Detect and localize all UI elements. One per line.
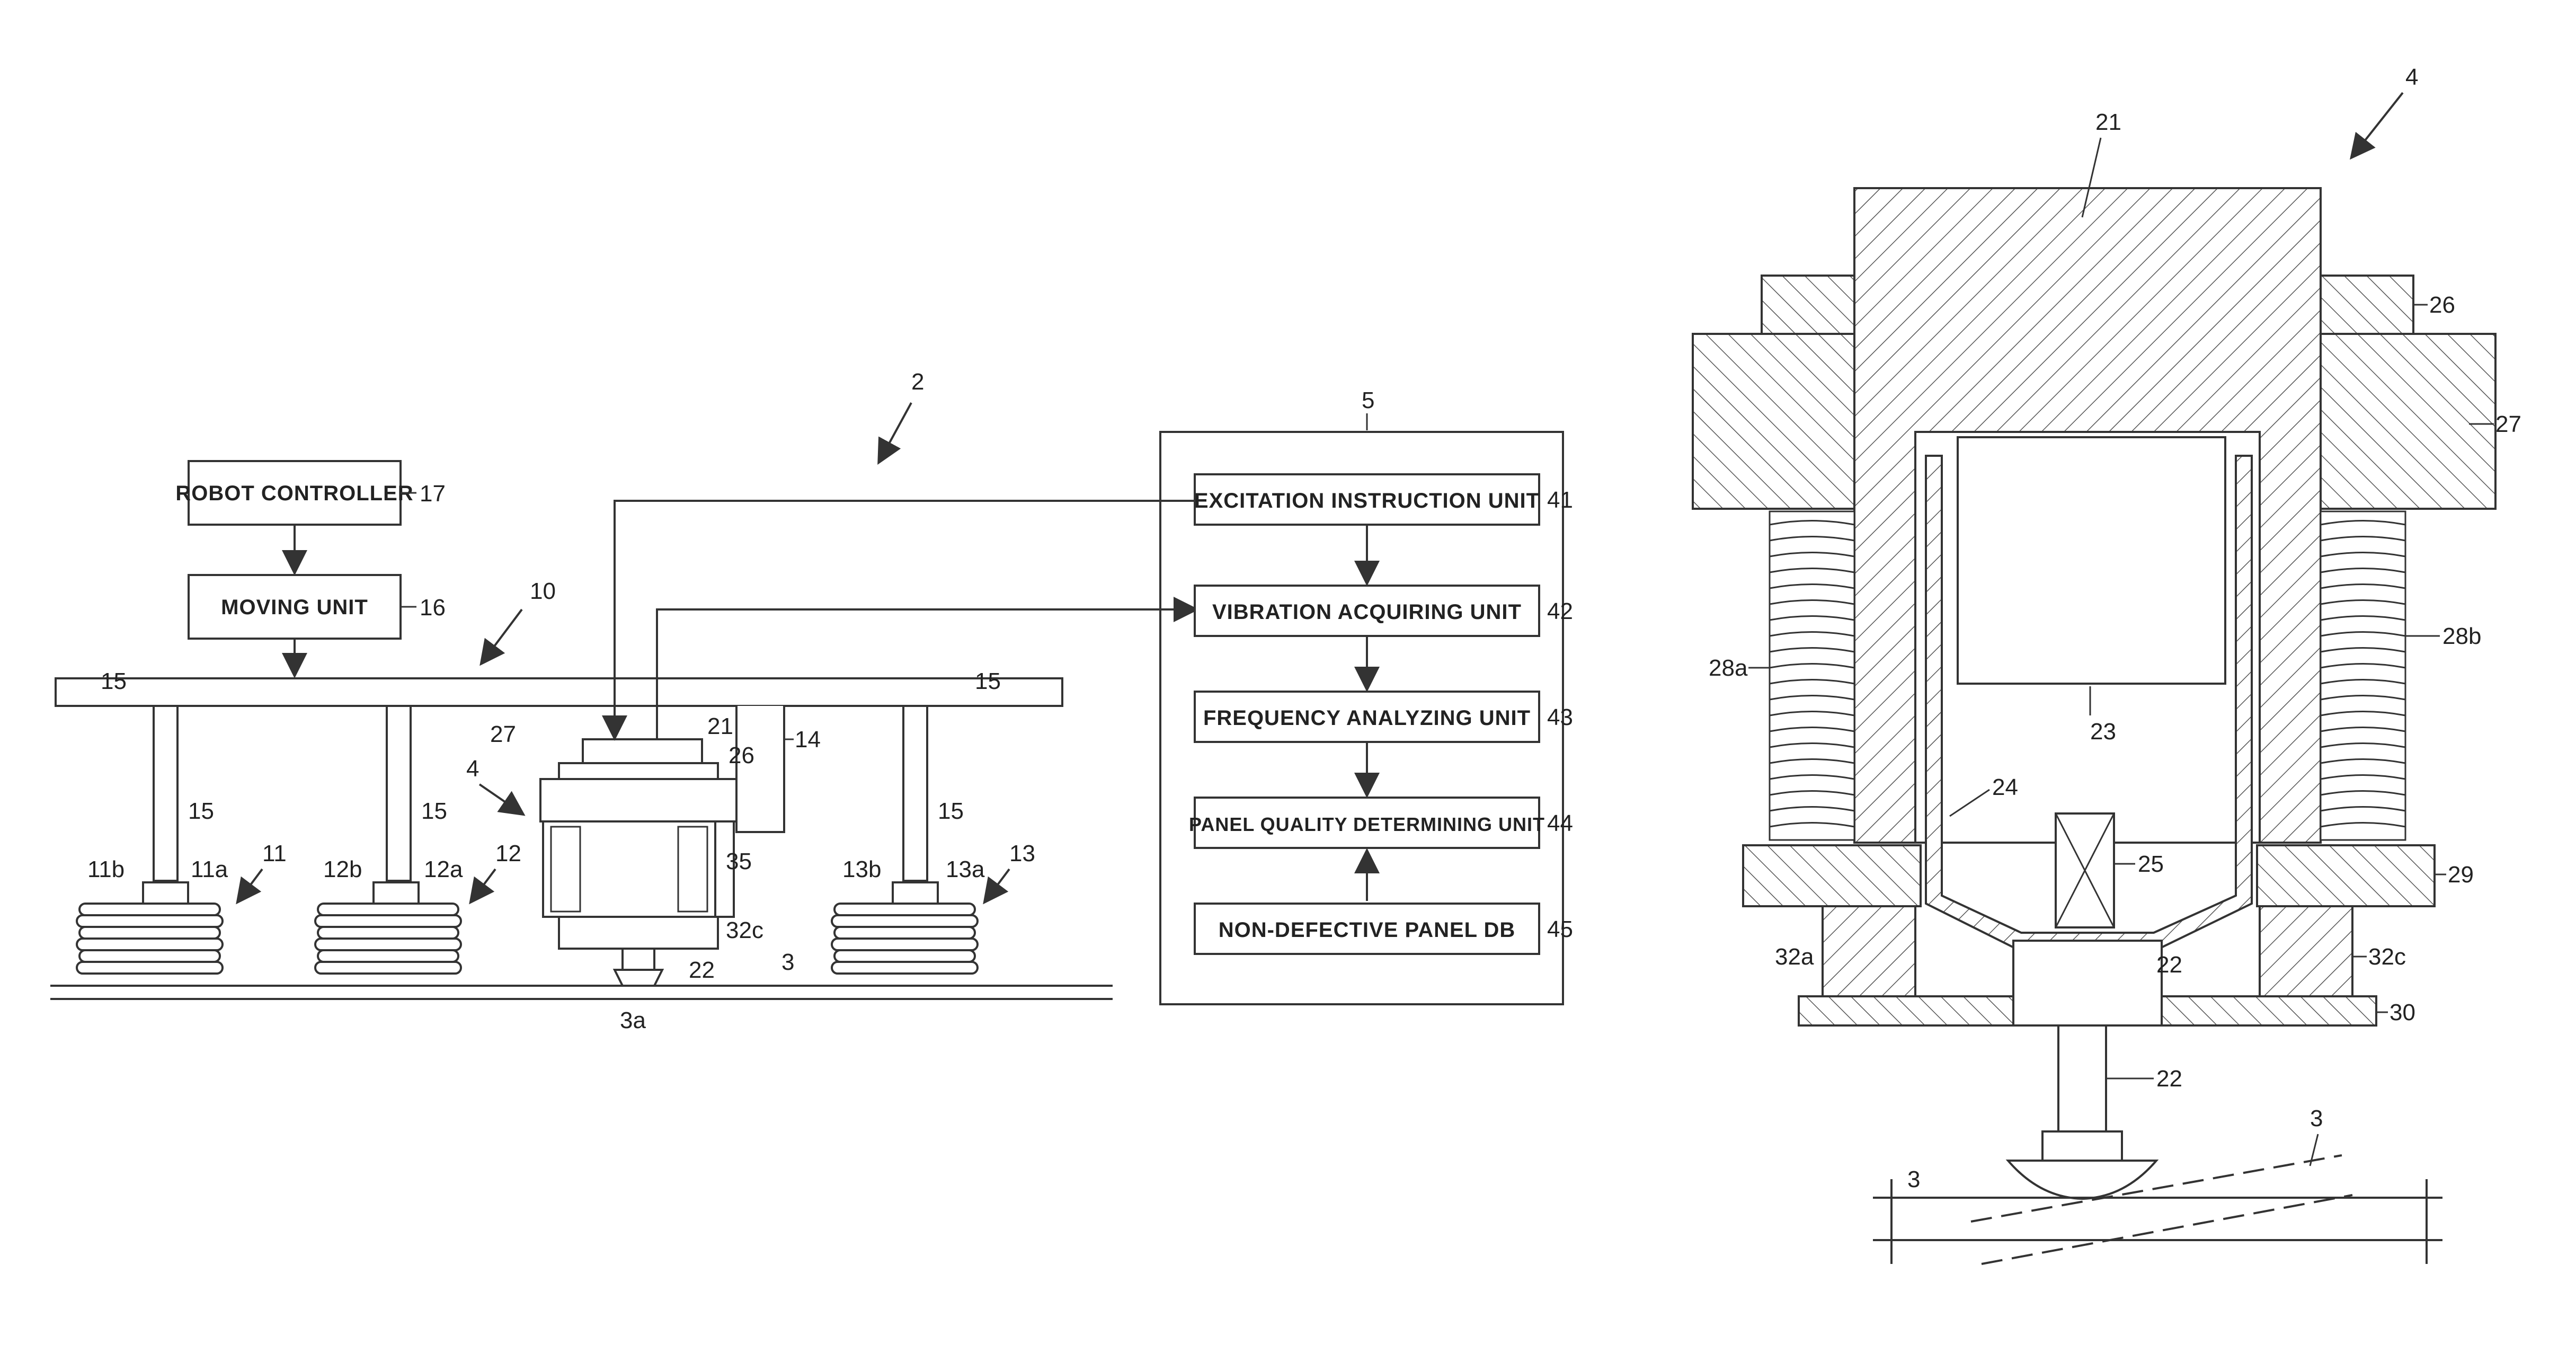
svg-text:44: 44 <box>1547 810 1573 836</box>
svg-text:15: 15 <box>101 668 127 694</box>
svg-text:26: 26 <box>729 742 754 768</box>
svg-text:3a: 3a <box>620 1007 646 1033</box>
svg-text:24: 24 <box>1992 774 2018 800</box>
svg-text:23: 23 <box>2090 719 2116 745</box>
panel-quality-determining-unit: PANEL QUALITY DETERMINING UNIT 44 <box>1189 798 1573 848</box>
svg-text:25: 25 <box>2138 851 2164 877</box>
svg-text:43: 43 <box>1547 704 1573 730</box>
svg-text:11: 11 <box>262 841 287 866</box>
svg-text:15: 15 <box>975 668 1001 694</box>
robot-controller-ref: 17 <box>420 481 446 507</box>
excitation-instruction-unit: EXCITATION INSTRUCTION UNIT 41 <box>1194 474 1573 525</box>
svg-text:29: 29 <box>2448 862 2474 888</box>
svg-text:4: 4 <box>466 756 479 782</box>
svg-text:12b: 12b <box>323 856 362 882</box>
svg-text:22: 22 <box>2156 1066 2182 1092</box>
moving-unit-ref: 16 <box>420 595 446 621</box>
svg-text:41: 41 <box>1547 487 1573 513</box>
frequency-analyzing-unit: FREQUENCY ANALYZING UNIT 43 <box>1195 692 1573 742</box>
system-ref: 2 <box>911 369 924 395</box>
svg-text:32c: 32c <box>726 917 763 943</box>
svg-text:28b: 28b <box>2442 623 2481 649</box>
svg-text:15: 15 <box>421 798 447 824</box>
moving-unit-label: MOVING UNIT <box>221 596 368 619</box>
svg-text:NON-DEFECTIVE PANEL DB: NON-DEFECTIVE PANEL DB <box>1219 918 1516 942</box>
processor-ref: 5 <box>1362 387 1374 413</box>
svg-text:21: 21 <box>707 713 733 739</box>
svg-text:13: 13 <box>1009 841 1035 866</box>
suction-unit-13: 13b 13a 13 <box>832 841 1035 974</box>
svg-text:PANEL QUALITY DETERMINING UNIT: PANEL QUALITY DETERMINING UNIT <box>1189 813 1545 835</box>
spring-28a <box>1770 511 1854 840</box>
svg-text:27: 27 <box>2495 411 2521 437</box>
svg-text:13b: 13b <box>842 856 881 882</box>
svg-text:22: 22 <box>2156 952 2182 978</box>
svg-text:35: 35 <box>726 848 752 874</box>
suction-unit-11: 11b 11a 11 <box>77 841 287 974</box>
robot-controller-label: ROBOT CONTROLLER <box>175 482 413 505</box>
svg-text:11b: 11b <box>87 856 125 882</box>
svg-text:15: 15 <box>938 798 964 824</box>
spring-28b <box>2321 511 2405 840</box>
svg-text:32c: 32c <box>2368 944 2406 970</box>
svg-text:3: 3 <box>1907 1166 1920 1192</box>
head-detail-ref: 4 <box>2405 64 2418 90</box>
right-figure: 4 26 27 21 28a 28b 23 24 <box>1693 64 2521 1264</box>
svg-text:15: 15 <box>188 798 214 824</box>
svg-text:42: 42 <box>1547 598 1573 624</box>
svg-text:FREQUENCY ANALYZING UNIT: FREQUENCY ANALYZING UNIT <box>1203 706 1531 730</box>
suction-unit-12: 12b 12a 12 <box>315 841 521 974</box>
robot-frame-beam <box>56 678 1062 706</box>
svg-text:45: 45 <box>1547 916 1573 942</box>
svg-text:22: 22 <box>689 957 715 983</box>
robot-ref: 10 <box>530 578 556 604</box>
left-figure: ROBOT CONTROLLER 17 MOVING UNIT 16 15 15… <box>50 369 1573 1033</box>
svg-text:12: 12 <box>495 841 521 866</box>
non-defective-panel-db: NON-DEFECTIVE PANEL DB 45 <box>1195 904 1573 954</box>
svg-text:VIBRATION ACQUIRING UNIT: VIBRATION ACQUIRING UNIT <box>1212 600 1522 624</box>
svg-text:30: 30 <box>2390 999 2415 1025</box>
svg-text:14: 14 <box>795 727 821 753</box>
svg-text:26: 26 <box>2429 292 2455 318</box>
svg-text:27: 27 <box>490 721 516 747</box>
svg-text:13a: 13a <box>946 856 985 882</box>
vibration-acquiring-unit: VIBRATION ACQUIRING UNIT 42 <box>1195 586 1573 636</box>
svg-text:28a: 28a <box>1709 655 1748 681</box>
svg-text:11a: 11a <box>191 856 228 882</box>
svg-text:21: 21 <box>2095 109 2121 135</box>
svg-text:32a: 32a <box>1775 944 1814 970</box>
svg-text:12a: 12a <box>424 856 463 882</box>
svg-text:3: 3 <box>781 949 794 975</box>
svg-text:3: 3 <box>2310 1105 2323 1131</box>
svg-text:EXCITATION INSTRUCTION UNIT: EXCITATION INSTRUCTION UNIT <box>1194 489 1540 512</box>
